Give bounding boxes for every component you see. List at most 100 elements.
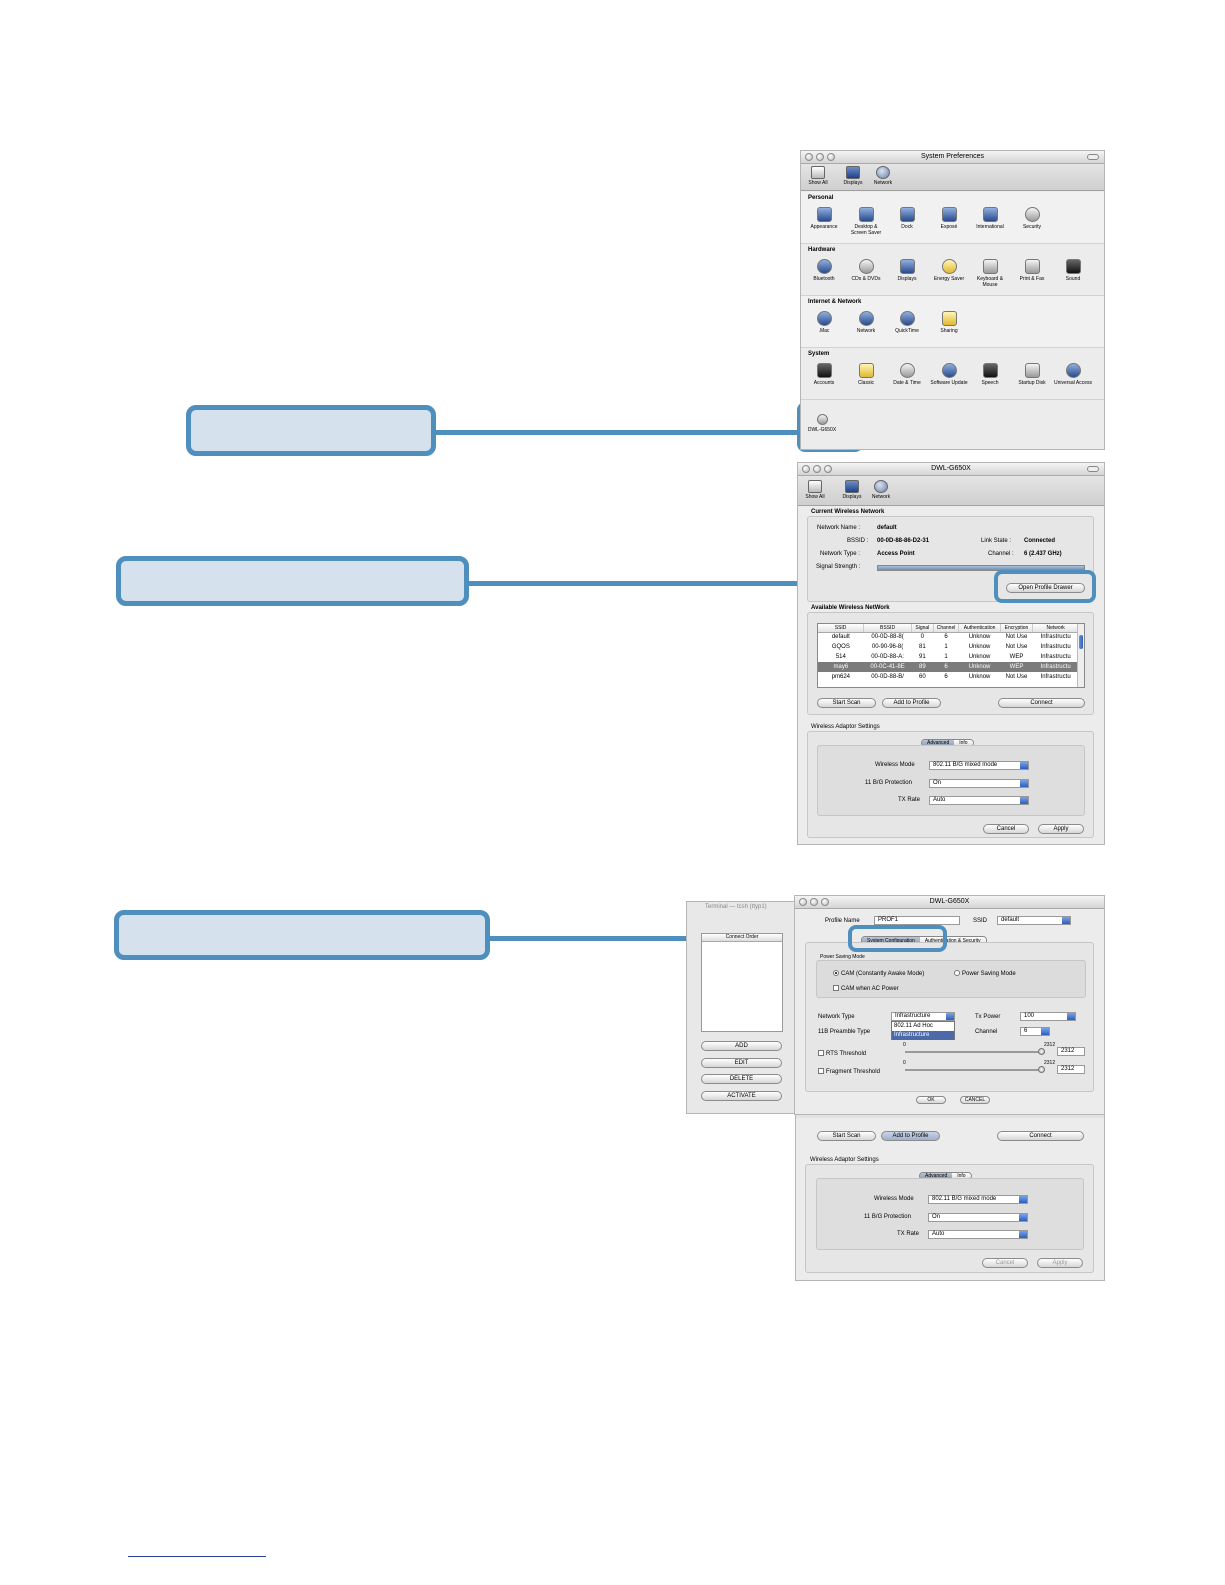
tx-rate-select[interactable]: Auto (928, 1230, 1028, 1239)
pref-dock[interactable]: Dock (887, 207, 927, 230)
pref-dwl-g650x[interactable]: DWL-G650X (802, 414, 842, 433)
pref-displays[interactable]: Displays (887, 259, 927, 282)
close-icon[interactable] (799, 898, 807, 906)
fragment-value-input[interactable]: 2312 (1057, 1065, 1085, 1074)
pref-mac[interactable]: .Mac (804, 311, 844, 334)
toolbar-displays[interactable]: Displays (839, 166, 867, 186)
pref-security[interactable]: Security (1012, 207, 1052, 230)
fragment-slider-knob[interactable] (1038, 1066, 1045, 1073)
toolbar-displays[interactable]: Displays (838, 480, 866, 500)
rts-slider-knob[interactable] (1038, 1048, 1045, 1055)
tx-rate-select[interactable]: Auto (929, 796, 1029, 805)
pref-expose[interactable]: Exposé (929, 207, 969, 230)
connect-button[interactable]: Connect (998, 698, 1085, 708)
edit-button[interactable]: EDIT (701, 1058, 782, 1068)
close-icon[interactable] (802, 465, 810, 473)
cam-ac-checkbox[interactable]: CAM when AC Power (833, 985, 899, 992)
pref-software-update[interactable]: Software Update (929, 363, 969, 386)
column-header[interactable]: Authentication (958, 624, 1001, 633)
fragment-slider[interactable] (905, 1069, 1045, 1071)
add-to-profile-button[interactable]: Add to Profile (881, 1131, 940, 1141)
pref-universal-access[interactable]: Universal Access (1053, 363, 1093, 386)
column-header[interactable]: Channel (933, 624, 960, 633)
open-profile-drawer-button[interactable]: Open Profile Drawer (1006, 583, 1085, 593)
apply-button[interactable]: Apply (1037, 1258, 1083, 1268)
cancel-button[interactable]: Cancel (983, 824, 1029, 834)
cancel-button[interactable]: Cancel (982, 1258, 1028, 1268)
protection-select[interactable]: On (928, 1213, 1028, 1222)
toolbar-network[interactable]: Network (867, 480, 895, 500)
dialog-cancel-button[interactable]: CANCEL (960, 1096, 990, 1104)
tab-system-configuration[interactable]: System Configuration (862, 937, 920, 945)
toolbar-show-all[interactable]: Show All (801, 480, 829, 500)
pref-sharing[interactable]: Sharing (929, 311, 969, 334)
toolbar-network[interactable]: Network (869, 166, 897, 186)
pref-quicktime[interactable]: QuickTime (887, 311, 927, 334)
close-icon[interactable] (805, 153, 813, 161)
apply-button[interactable]: Apply (1038, 824, 1084, 834)
start-scan-button[interactable]: Start Scan (817, 698, 876, 708)
pref-international[interactable]: International (970, 207, 1010, 230)
network-type-select[interactable]: Infrastructure (891, 1012, 955, 1021)
pref-accounts[interactable]: Accounts (804, 363, 844, 386)
activate-button[interactable]: ACTIVATE (701, 1091, 782, 1101)
pref-print[interactable]: Print & Fax (1012, 259, 1052, 282)
protection-select[interactable]: On (929, 779, 1029, 788)
ssid-select[interactable]: default (997, 916, 1071, 925)
minimize-icon[interactable] (816, 153, 824, 161)
list-scrollbar[interactable] (1077, 624, 1084, 687)
wireless-mode-select[interactable]: 802.11 B/G mixed mode (929, 761, 1029, 770)
add-button[interactable]: ADD (701, 1041, 782, 1051)
ok-button[interactable]: OK (916, 1096, 946, 1104)
dropdown-option[interactable]: Infrastructure (892, 1031, 954, 1040)
rts-checkbox[interactable]: RTS Threshold (818, 1050, 866, 1057)
pref-startup-disk[interactable]: Startup Disk (1012, 363, 1052, 386)
profile-name-input[interactable]: PROF1 (874, 916, 960, 925)
toolbar-toggle-icon[interactable] (1087, 154, 1099, 160)
zoom-icon[interactable] (824, 465, 832, 473)
dropdown-option[interactable]: 802.11 Ad Hoc (894, 1023, 933, 1029)
tab-info[interactable]: Info (954, 740, 973, 746)
connect-button[interactable]: Connect (997, 1131, 1084, 1141)
minimize-icon[interactable] (810, 898, 818, 906)
column-header[interactable]: Signal (911, 624, 934, 633)
psm-radio[interactable]: Power Saving Mode (954, 970, 1016, 977)
column-header[interactable]: BSSID (863, 624, 912, 633)
tab-advanced[interactable]: Advanced (922, 740, 955, 746)
connect-order-list[interactable]: Connect Order (701, 933, 783, 1032)
zoom-icon[interactable] (827, 153, 835, 161)
cam-radio[interactable]: CAM (Constantly Awake Mode) (833, 970, 924, 977)
wireless-mode-select[interactable]: 802.11 B/G mixed mode (928, 1195, 1028, 1204)
delete-button[interactable]: DELETE (701, 1074, 782, 1084)
zoom-icon[interactable] (821, 898, 829, 906)
pref-date-time[interactable]: Date & Time (887, 363, 927, 386)
column-header[interactable]: Encryption (1000, 624, 1034, 633)
pref-appearance[interactable]: Appearance (804, 207, 844, 230)
pref-desktop[interactable]: Desktop & Screen Saver (846, 207, 886, 236)
add-to-profile-button[interactable]: Add to Profile (882, 698, 941, 708)
column-header[interactable]: SSID (818, 624, 865, 633)
channel-select[interactable]: 6 (1020, 1027, 1050, 1036)
pref-bluetooth[interactable]: Bluetooth (804, 259, 844, 282)
toolbar-show-all[interactable]: Show All (804, 166, 832, 186)
minimize-icon[interactable] (813, 465, 821, 473)
tab-advanced[interactable]: Advanced (920, 1173, 953, 1179)
column-header[interactable]: Network (1032, 624, 1079, 633)
rts-value-input[interactable]: 2312 (1057, 1047, 1085, 1056)
tab-info[interactable]: Info (952, 1173, 971, 1179)
start-scan-button[interactable]: Start Scan (817, 1131, 876, 1141)
pref-sound[interactable]: Sound (1053, 259, 1093, 282)
pref-cds[interactable]: CDs & DVDs (846, 259, 886, 282)
tab-authentication-security[interactable]: Authentication & Security (919, 937, 986, 945)
scroll-thumb[interactable] (1079, 635, 1083, 649)
pref-classic[interactable]: Classic (846, 363, 886, 386)
pref-speech[interactable]: Speech (970, 363, 1010, 386)
pref-energy[interactable]: Energy Saver (929, 259, 969, 282)
tx-power-select[interactable]: 100 (1020, 1012, 1076, 1021)
pref-network[interactable]: Network (846, 311, 886, 334)
